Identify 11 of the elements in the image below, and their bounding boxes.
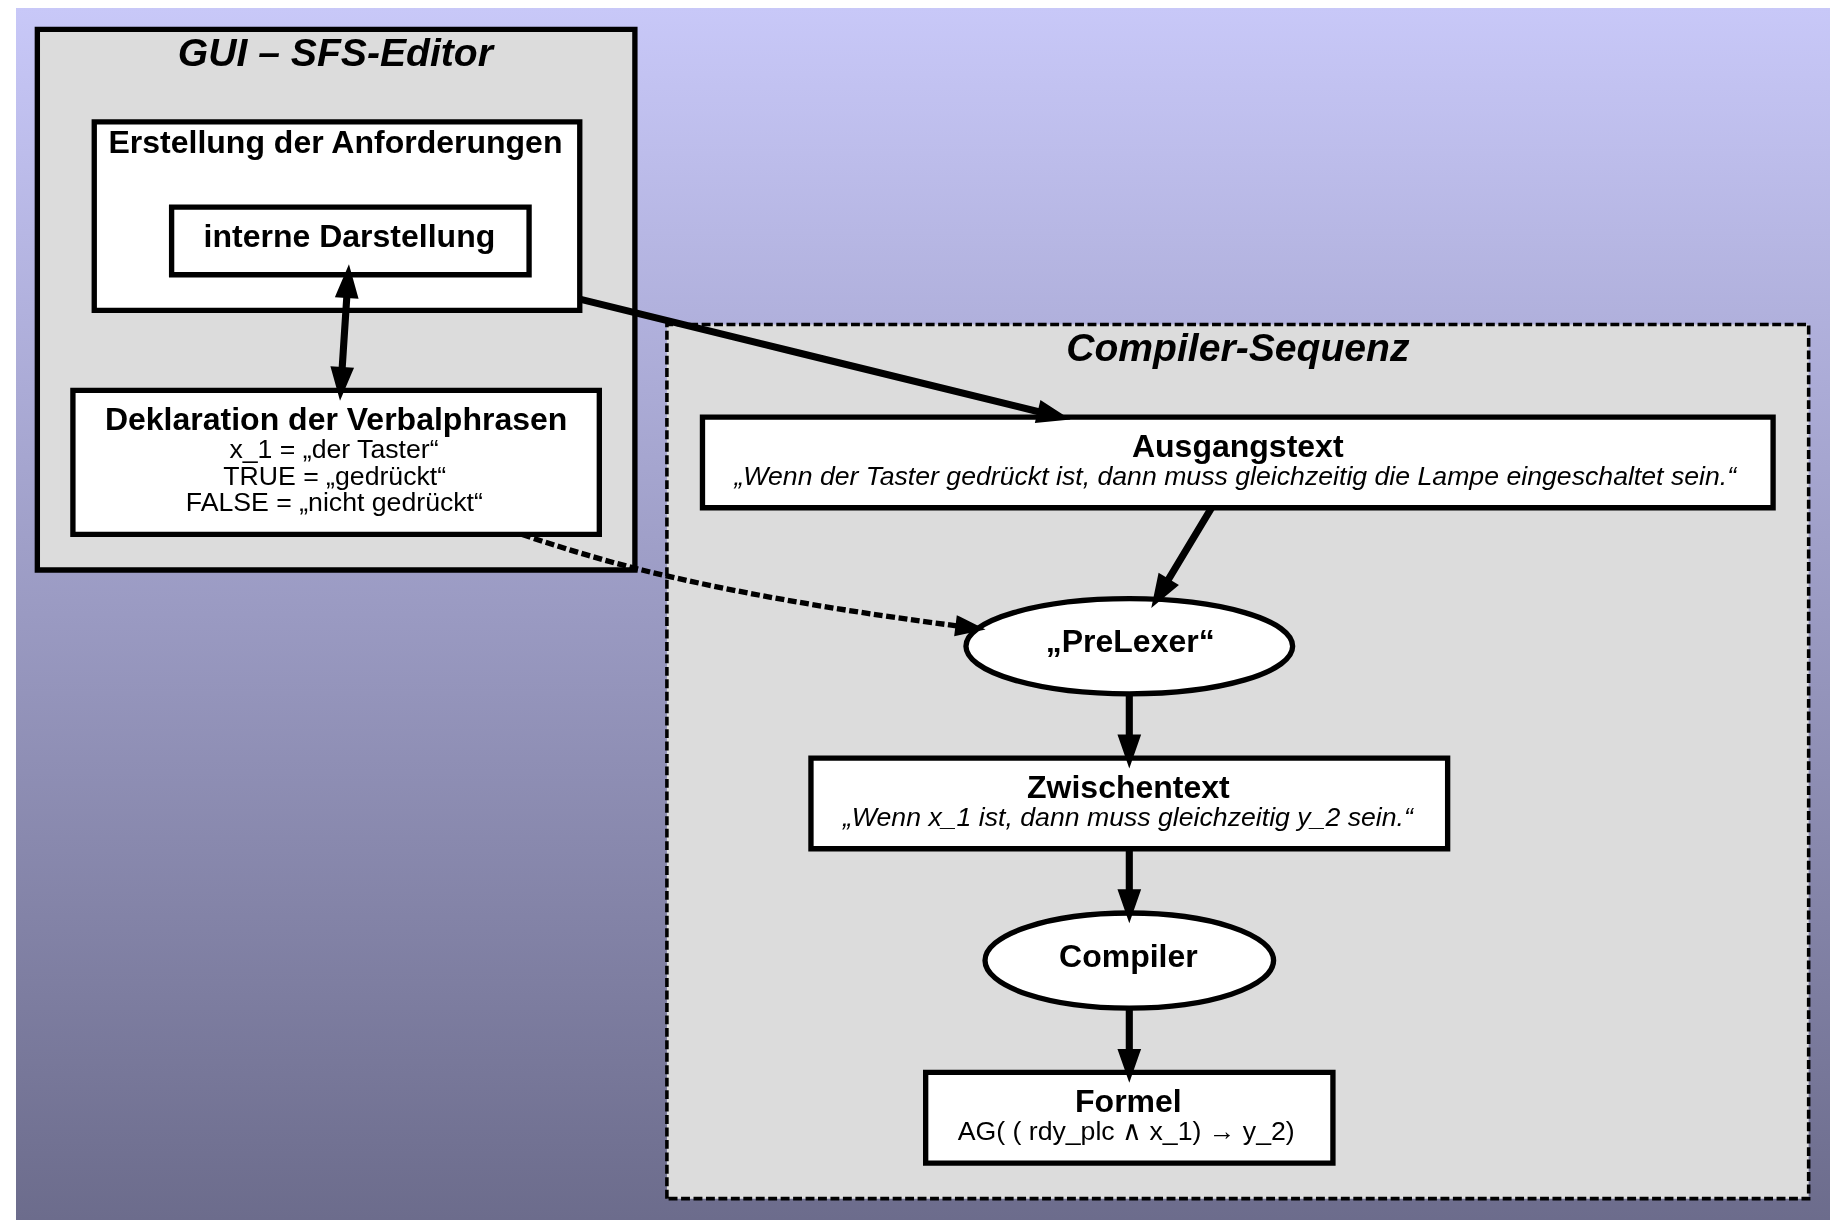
arrow [329,264,359,401]
node-ellipse: Compiler [981,910,1276,1011]
arrow [1116,1008,1141,1083]
arrow [1116,694,1141,769]
node-box: Ausgangstext „Wenn der Taster gedrückt ist, dann muss gleichzeitig die Lampe eingeschaltet sein.“ [699,414,1776,511]
node-box: Zwischentext „Wenn x_1 ist, dann muss gleichzeitig y_2 sein.“ [807,755,1450,852]
arrow [1116,848,1141,924]
node-ellipse: „PreLexer“ [962,596,1295,697]
node-box: Formel AG( ( rdy_plc ∧ x_1) → y_2) [922,1069,1336,1166]
node-box: interne Darstellung [168,204,532,278]
node-box: Deklaration der Verbalphrasen x_1 = „der Taster“ TRUE = „gedrückt“ FALSE = „nicht gedrückt“ [69,387,602,538]
